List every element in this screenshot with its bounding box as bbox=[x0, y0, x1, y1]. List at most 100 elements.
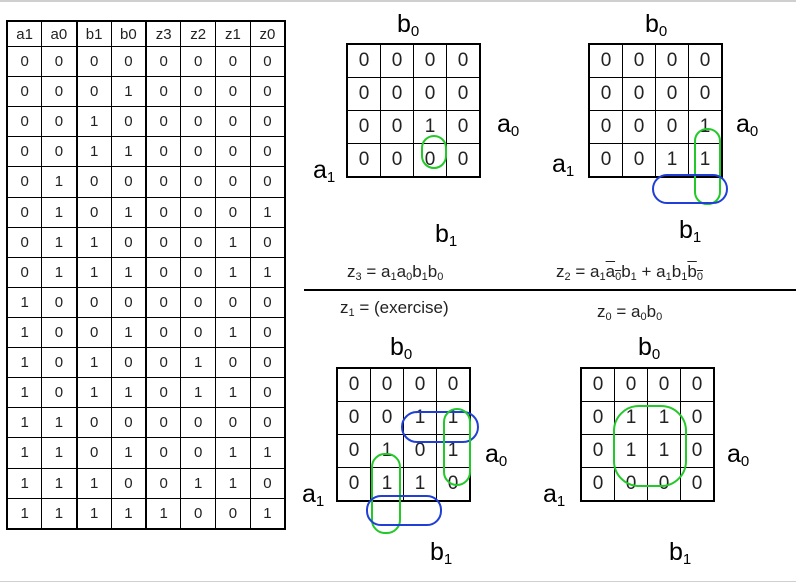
top-border bbox=[0, 0, 796, 2]
kmap-cell: 0 bbox=[580, 434, 615, 468]
table-cell: 0 bbox=[145, 286, 182, 318]
table-cell: 0 bbox=[75, 76, 112, 108]
table-cell: 0 bbox=[145, 76, 182, 108]
table-cell: 0 bbox=[215, 286, 251, 318]
table-cell: 0 bbox=[145, 377, 182, 409]
table-cell: 0 bbox=[75, 316, 112, 349]
table-cell: 0 bbox=[145, 196, 182, 228]
table-cell: 0 bbox=[180, 226, 216, 258]
kmap-cell: 0 bbox=[446, 77, 481, 111]
z1-group-green-left bbox=[371, 453, 401, 534]
table-cell: 1 bbox=[110, 196, 147, 228]
truth-table-header-z3: z3 bbox=[145, 20, 182, 47]
table-cell: 0 bbox=[215, 347, 251, 379]
table-cell: 1 bbox=[75, 347, 112, 379]
table-cell: 0 bbox=[75, 286, 112, 318]
kmap-cell: 0 bbox=[680, 467, 715, 502]
table-cell: 1 bbox=[41, 196, 77, 228]
table-cell: 1 bbox=[110, 377, 147, 409]
table-cell: 0 bbox=[110, 407, 147, 439]
table-cell: 1 bbox=[75, 497, 112, 530]
table-cell: 0 bbox=[249, 316, 286, 349]
table-cell: 0 bbox=[41, 106, 77, 138]
table-cell: 0 bbox=[180, 407, 216, 439]
table-cell: 1 bbox=[41, 497, 77, 530]
kmap-cell: 0 bbox=[370, 401, 404, 435]
kmap-cell: 1 bbox=[655, 143, 689, 178]
table-cell: 1 bbox=[41, 256, 77, 288]
table-cell: 0 bbox=[110, 166, 147, 198]
table-cell: 1 bbox=[215, 226, 251, 258]
truth-table-header-z2: z2 bbox=[180, 20, 216, 47]
table-cell: 0 bbox=[249, 136, 286, 168]
table-cell: 0 bbox=[145, 106, 182, 138]
kmap-cell: 0 bbox=[380, 110, 414, 144]
table-cell: 0 bbox=[41, 76, 77, 108]
table-cell: 1 bbox=[41, 226, 77, 258]
kmap-z3-a0-label: a0 bbox=[497, 110, 520, 140]
table-cell: 0 bbox=[75, 196, 112, 228]
table-cell: 0 bbox=[249, 45, 286, 78]
table-cell: 1 bbox=[110, 497, 147, 530]
kmap-cell: 0 bbox=[380, 77, 414, 111]
kmap-z0-b1-label: b1 bbox=[669, 538, 692, 568]
table-cell: 1 bbox=[75, 256, 112, 288]
kmap-cell: 1 bbox=[688, 143, 723, 178]
table-cell: 0 bbox=[110, 286, 147, 318]
table-cell: 0 bbox=[180, 497, 216, 530]
table-cell: 1 bbox=[6, 286, 43, 318]
table-cell: 1 bbox=[249, 256, 286, 288]
kmap-cell: 0 bbox=[336, 401, 371, 435]
b0-bar: b0 bbox=[687, 262, 703, 283]
table-cell: 0 bbox=[180, 136, 216, 168]
kmap-cell: 0 bbox=[622, 143, 656, 178]
table-cell: 1 bbox=[75, 106, 112, 138]
a0-bar: a0 bbox=[605, 262, 622, 283]
kmap-z3-b0-label: b0 bbox=[397, 10, 420, 40]
table-cell: 0 bbox=[145, 45, 182, 78]
table-cell: 0 bbox=[145, 347, 182, 379]
table-cell: 0 bbox=[180, 45, 216, 78]
table-cell: 0 bbox=[215, 407, 251, 439]
table-cell: 1 bbox=[6, 316, 43, 349]
table-cell: 0 bbox=[6, 226, 43, 258]
table-cell: 0 bbox=[6, 76, 43, 108]
kmap-cell: 0 bbox=[588, 43, 623, 78]
kmap-cell: 0 bbox=[688, 43, 723, 78]
table-cell: 0 bbox=[6, 196, 43, 228]
table-cell: 1 bbox=[145, 497, 182, 530]
kmap-cell: 0 bbox=[346, 110, 381, 144]
truth-table-header-a0: a0 bbox=[41, 20, 77, 47]
table-cell: 1 bbox=[180, 467, 216, 499]
z1-group-blue-top bbox=[401, 411, 479, 443]
bottom-border bbox=[0, 581, 796, 582]
table-cell: 0 bbox=[145, 407, 182, 439]
table-cell: 0 bbox=[41, 45, 77, 78]
z3-group-green bbox=[421, 135, 447, 169]
kmap-cell: 0 bbox=[336, 467, 371, 502]
kmap-z1-b0-label: b0 bbox=[390, 333, 413, 363]
table-cell: 0 bbox=[110, 347, 147, 379]
kmap-z2-b1-label: b1 bbox=[679, 216, 702, 246]
table-cell: 0 bbox=[249, 76, 286, 108]
table-cell: 0 bbox=[145, 226, 182, 258]
kmap-cell: 0 bbox=[380, 143, 414, 178]
table-cell: 1 bbox=[75, 226, 112, 258]
kmap-cell: 0 bbox=[580, 467, 615, 502]
kmap-cell: 0 bbox=[655, 43, 689, 78]
table-cell: 0 bbox=[249, 347, 286, 379]
equation-z0: z0 = a0b0 bbox=[597, 302, 663, 323]
z1-group-blue-bottom bbox=[366, 495, 442, 526]
table-cell: 1 bbox=[6, 347, 43, 379]
